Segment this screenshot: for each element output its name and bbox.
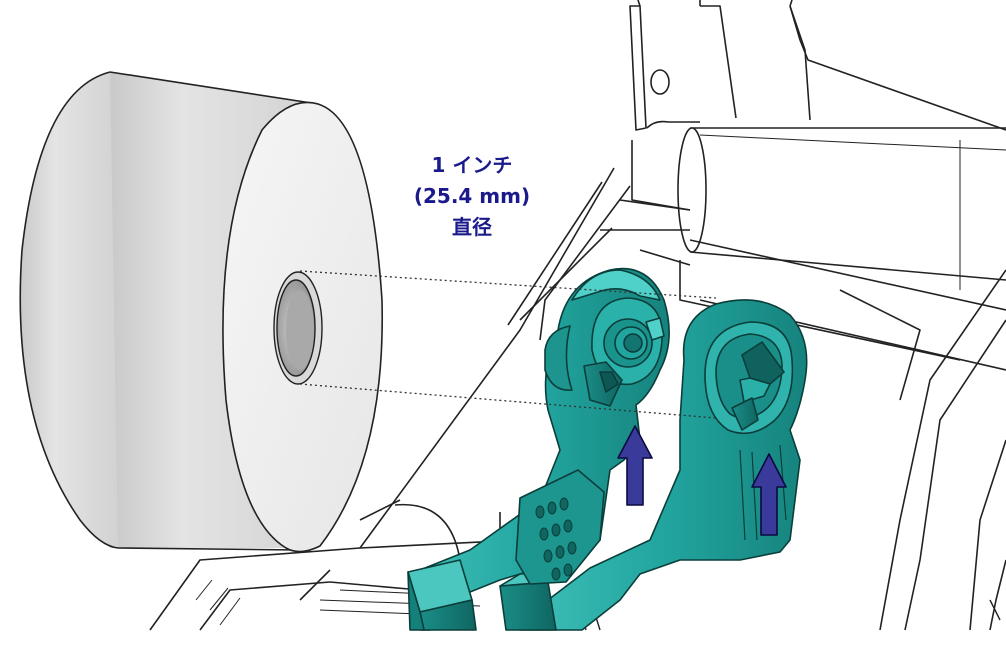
- core-diameter-line1: 1 インチ: [431, 153, 513, 177]
- roll-holder-right: [499, 299, 808, 631]
- core-diameter-line3: 直径: [452, 215, 492, 239]
- roll-holder-left: [407, 267, 670, 631]
- up-arrow-icon: [617, 425, 653, 506]
- core-diameter-line2: (25.4 mm): [413, 184, 531, 208]
- roll-core: [273, 271, 323, 385]
- printer-frame: [149, 0, 1006, 631]
- core-diameter-label: 1 インチ (25.4 mm) 直径: [372, 150, 572, 243]
- media-roll: [19, 71, 384, 553]
- up-arrow-icon: [751, 453, 787, 536]
- printer-frame-bottom: [577, 597, 1001, 631]
